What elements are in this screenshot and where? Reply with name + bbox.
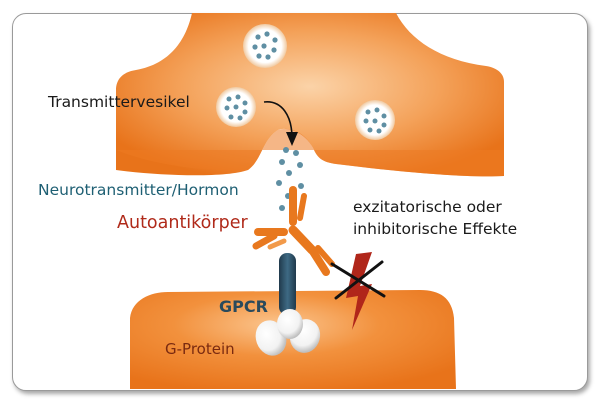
presynaptic-terminal xyxy=(116,13,504,177)
transmitter-vesicle xyxy=(355,100,395,140)
gpcr-receptor xyxy=(279,253,296,315)
effects-label-line2: inhibitorische Effekte xyxy=(353,220,518,238)
receptor-label: GPCR xyxy=(219,297,268,316)
effects-label-line1: exzitatorische oder xyxy=(353,198,502,216)
transmitter-vesicle xyxy=(243,24,287,68)
curved-arrow-icon xyxy=(263,101,298,146)
g-protein-label: G-Protein xyxy=(165,340,235,358)
autoantibody-label: Autoantikörper xyxy=(117,213,248,233)
lightning-bolt-icon xyxy=(346,252,372,330)
vesicle-label: Transmittervesikel xyxy=(48,93,190,111)
transmitter-vesicle xyxy=(216,87,256,127)
g-protein xyxy=(255,309,321,356)
neurotransmitter-label: Neurotransmitter/Hormon xyxy=(38,181,239,199)
autoantibody xyxy=(252,186,335,276)
neurotransmitter-molecules xyxy=(276,147,304,211)
cross-icon xyxy=(330,260,386,300)
effects-label: exzitatorische oder inhibitorische Effek… xyxy=(353,196,517,240)
